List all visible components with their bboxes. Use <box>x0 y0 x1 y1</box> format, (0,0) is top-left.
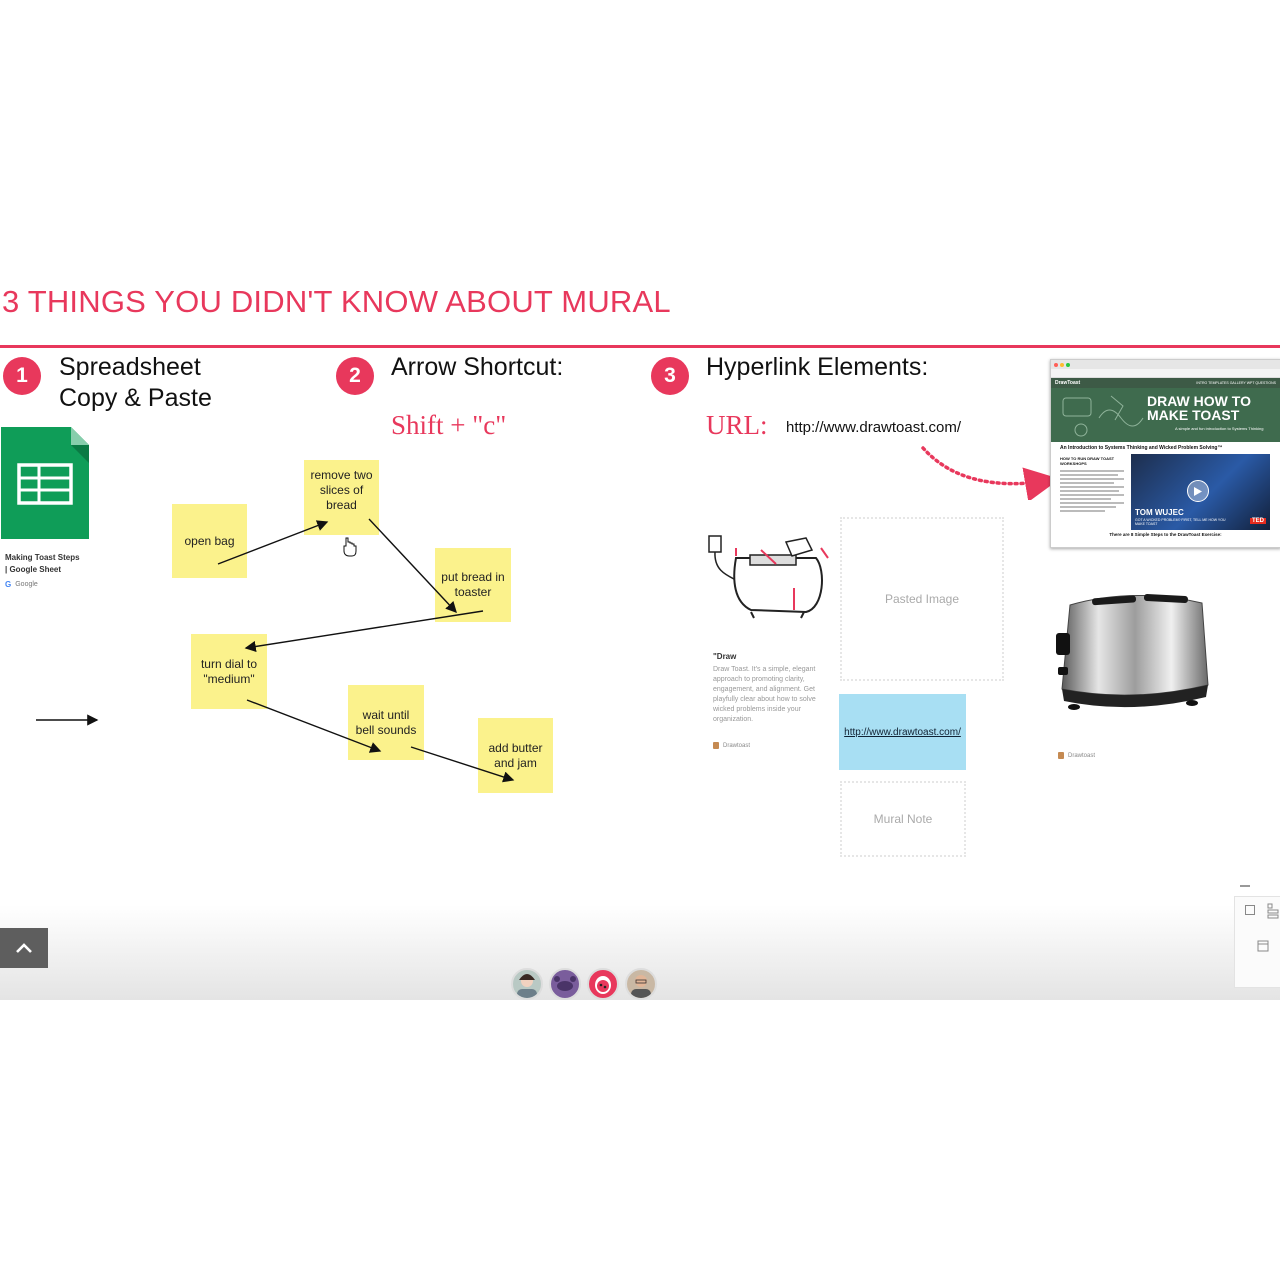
video-thumbnail[interactable]: TOM WUJEC GOT A WICKED PROBLEM? FIRST, T… <box>1131 454 1270 530</box>
hand-cursor-icon <box>343 537 357 557</box>
hero-doodles <box>1062 395 1144 437</box>
ted-badge: TED <box>1250 518 1266 524</box>
url-label: URL: <box>706 410 768 440</box>
section-3-heading: Hyperlink Elements: <box>706 353 929 381</box>
draw-card-source: Drawtoast <box>713 742 750 749</box>
site-nav: DrawToast INTRO TEMPLATES GALLERY WPT QU… <box>1051 378 1280 388</box>
right-tools-panel <box>1234 896 1280 988</box>
draw-card-source-label: Drawtoast <box>723 742 751 749</box>
collaborator-avatars <box>511 968 657 1000</box>
site-subhead: An Introduction to Systems Thinking and … <box>1060 445 1223 451</box>
arrow-bag-to-slices <box>217 520 329 565</box>
link-note[interactable]: http://www.drawtoast.com/ <box>839 694 966 770</box>
browser-address-bar <box>1051 369 1280 378</box>
site-left-text <box>1060 468 1124 514</box>
toaster-photo[interactable] <box>1052 585 1212 725</box>
shortcut-label: Shift + "c" <box>391 410 507 440</box>
collapse-button[interactable] <box>0 928 48 968</box>
draw-card-title: "Draw <box>713 652 737 661</box>
toaster-sketch-icon <box>708 535 829 619</box>
video-caption: GOT A WICKED PROBLEM? FIRST, TELL ME HOW… <box>1135 518 1226 526</box>
frame-tool-icon[interactable] <box>1257 939 1269 952</box>
toaster-sketch-image[interactable] <box>706 530 832 622</box>
arrow-slices-to-toaster <box>368 518 457 614</box>
hero-headline-line1: DRAW HOW TO <box>1147 393 1251 409</box>
site-brand: DrawToast <box>1055 380 1081 386</box>
site-left-heading: HOW TO RUN DRAW TOAST WORKSHOPS <box>1060 456 1115 466</box>
toolbar-handle[interactable] <box>1240 885 1250 887</box>
url-text[interactable]: http://www.drawtoast.com/ <box>786 419 962 436</box>
drawtoast-site-screenshot[interactable]: DrawToast INTRO TEMPLATES GALLERY WPT QU… <box>1050 359 1280 548</box>
browser-titlebar <box>1051 360 1280 369</box>
outline-tool-icon[interactable] <box>1267 903 1279 919</box>
window-minimize-icon <box>1060 362 1064 367</box>
dotted-link-arrow <box>921 446 1060 500</box>
sticky-open-bag[interactable]: open bag <box>172 504 247 578</box>
site-body: HOW TO RUN DRAW TOAST WORKSHOPS TOM WUJE… <box>1051 454 1280 534</box>
window-close-icon <box>1054 362 1058 367</box>
arrow-bell-to-butter <box>410 746 515 783</box>
crab-icon <box>554 976 576 991</box>
toaster-photo-icon <box>1056 594 1209 710</box>
section-3-number: 3 <box>651 357 689 395</box>
sheet-card-title-line2: | Google Sheet <box>5 565 62 574</box>
section-2-heading: Arrow Shortcut: <box>391 353 564 381</box>
person-icon <box>517 974 537 998</box>
arrow-toaster-to-dial <box>244 610 484 653</box>
draw-card-body: Draw Toast. It's a simple, elegant appro… <box>713 666 816 723</box>
toaster-photo-source-label: Drawtoast <box>1068 752 1096 759</box>
flow-arrows <box>36 518 515 783</box>
sticky-add-butter[interactable]: add butter and jam <box>478 718 553 793</box>
page-title: 3 THINGS YOU DIDN'T KNOW ABOUT MURAL <box>2 284 671 319</box>
collaborator-avatar-3[interactable] <box>587 968 619 1000</box>
site-nav-links: INTRO TEMPLATES GALLERY WPT QUESTIONS <box>1196 381 1276 385</box>
drawtoast-favicon-icon <box>713 742 719 749</box>
sheet-card-title-line1: Making Toast Steps <box>5 553 80 562</box>
google-sheet-card[interactable] <box>1 427 91 539</box>
mural-note-placeholder[interactable]: Mural Note <box>840 781 966 857</box>
section-1-number: 1 <box>3 357 41 395</box>
video-speaker-name: TOM WUJEC <box>1135 508 1184 517</box>
section-2-number: 2 <box>336 357 374 395</box>
pasted-image-placeholder[interactable]: Pasted Image <box>840 517 1004 681</box>
chevron-up-icon <box>16 943 32 953</box>
google-g-icon: G <box>5 580 12 589</box>
sticky-put-bread[interactable]: put bread in toaster <box>435 548 511 622</box>
collaborator-avatar-2[interactable] <box>549 968 581 1000</box>
collaborator-avatar-4[interactable] <box>625 968 657 1000</box>
person-icon <box>631 975 651 998</box>
drawtoast-favicon-icon <box>1058 752 1064 759</box>
sheet-card-source: G Google <box>5 580 38 589</box>
section-1-heading-line2: Copy & Paste <box>59 384 212 412</box>
site-footer-text: There are 8 Simple Steps to the DrawToas… <box>1109 532 1222 537</box>
play-icon[interactable] <box>1187 480 1209 502</box>
section-1-heading-line1: Spreadsheet <box>59 353 201 381</box>
title-divider <box>0 345 1280 348</box>
select-tool-icon[interactable] <box>1245 905 1255 915</box>
window-maximize-icon <box>1066 362 1070 367</box>
collaborator-avatar-1[interactable] <box>511 968 543 1000</box>
ladybug-icon <box>595 976 611 994</box>
google-sheets-icon <box>1 427 89 539</box>
hero-tagline: A simple and fun introduction to Systems… <box>1175 426 1264 431</box>
site-hero: DRAW HOW TO MAKE TOAST A simple and fun … <box>1051 388 1280 442</box>
hero-headline-line2: MAKE TOAST <box>1147 407 1240 423</box>
arrow-dial-to-bell <box>246 699 382 753</box>
toaster-photo-source: Drawtoast <box>1058 752 1095 759</box>
sheet-card-source-label: Google <box>15 581 38 588</box>
